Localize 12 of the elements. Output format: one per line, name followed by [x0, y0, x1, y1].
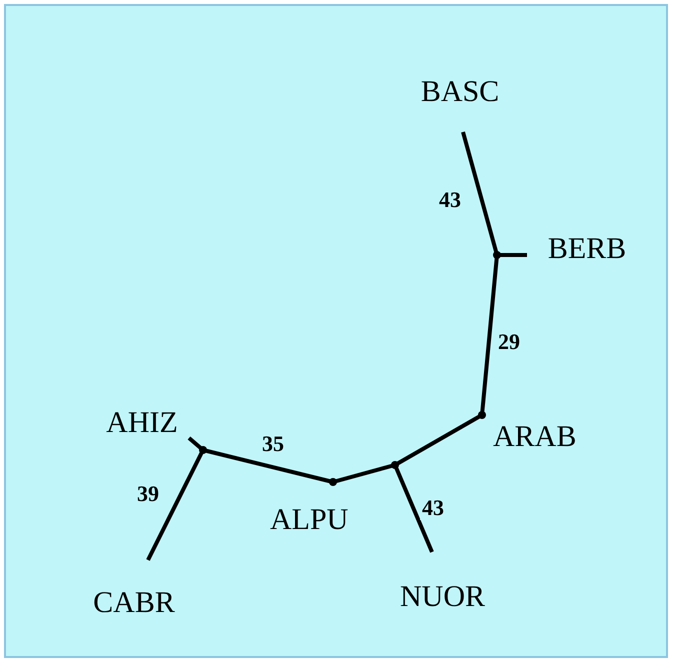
branch-junction: [478, 411, 486, 419]
branch-junction: [329, 478, 337, 486]
taxon-label: ALPU: [270, 503, 348, 537]
taxon-label: BERB: [548, 232, 626, 266]
taxon-label: NUOR: [400, 580, 485, 614]
taxon-label: BASC: [420, 75, 500, 109]
taxon-label: AHIZ: [106, 406, 178, 440]
taxon-label: ARAB: [493, 420, 576, 454]
branch-junction: [391, 461, 399, 469]
branch-junction: [199, 446, 207, 454]
branch-junction: [493, 251, 501, 259]
taxon-label: CABR: [93, 586, 175, 620]
